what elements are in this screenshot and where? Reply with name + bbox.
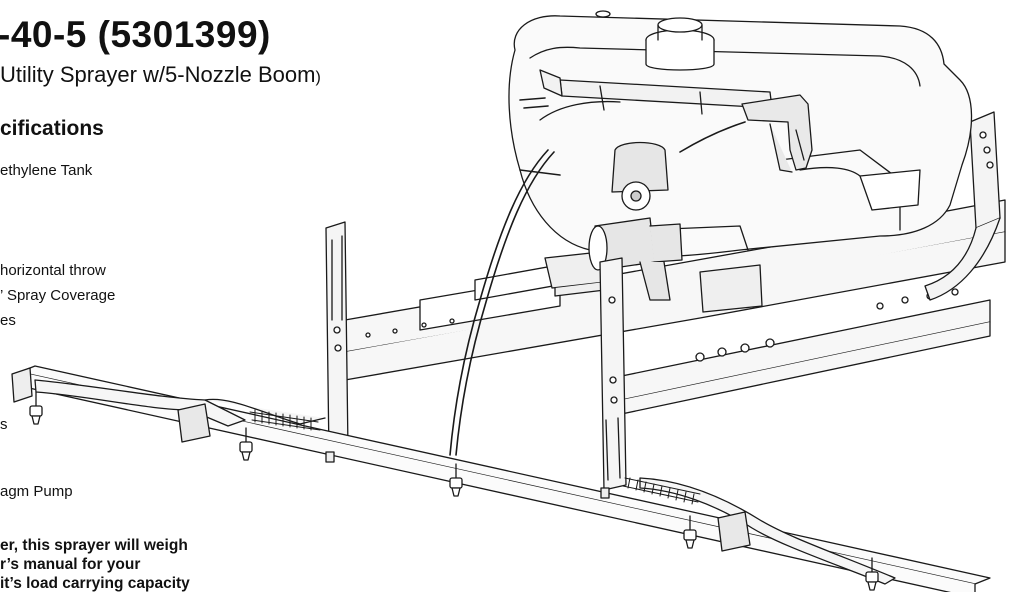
tank-lid xyxy=(596,11,714,70)
warning-line: r’s manual for your xyxy=(0,556,141,573)
boom-feet xyxy=(326,452,609,498)
nozzle xyxy=(684,516,696,548)
nozzle xyxy=(240,428,252,460)
nozzle xyxy=(450,464,462,496)
right-mount-post xyxy=(600,258,626,490)
rear-bracket xyxy=(925,112,1000,300)
spec-line: s xyxy=(0,416,8,433)
hoses xyxy=(450,98,745,455)
tank-base xyxy=(545,252,762,312)
nozzle xyxy=(30,392,42,424)
boom-spring-left xyxy=(250,410,320,430)
boom-wing-right xyxy=(640,478,895,584)
tank xyxy=(509,16,972,257)
spec-line: es xyxy=(0,312,16,329)
warning-line: it’s load carrying capacity xyxy=(0,575,190,592)
page-title: -40-5 (5301399) xyxy=(0,14,271,55)
boom-wing-left xyxy=(35,380,325,426)
spray-gun xyxy=(742,95,812,172)
subtitle-paren: ) xyxy=(315,69,321,86)
warning-line: er, this sprayer will weigh xyxy=(0,537,188,554)
nozzle xyxy=(866,558,878,590)
boom-spring-right xyxy=(623,478,700,504)
boom-bracket-right xyxy=(718,512,750,551)
spec-line: horizontal throw xyxy=(0,262,106,279)
load-warning: er, this sprayer will weigh r’s manual f… xyxy=(0,536,190,593)
frame-bolts xyxy=(366,289,958,361)
subtitle-main: Utility Sprayer w/5-Nozzle Boom xyxy=(0,62,316,87)
boom-bracket-left xyxy=(178,404,210,442)
pump-assembly xyxy=(589,143,682,301)
spec-line: ’ Spray Coverage xyxy=(0,287,116,304)
page-subtitle: Utility Sprayer w/5-Nozzle Boom) xyxy=(0,62,321,88)
specifications-heading: cifications xyxy=(0,117,104,140)
spec-line: agm Pump xyxy=(0,483,73,500)
left-mount-post xyxy=(326,222,348,456)
spec-line: ethylene Tank xyxy=(0,162,93,179)
